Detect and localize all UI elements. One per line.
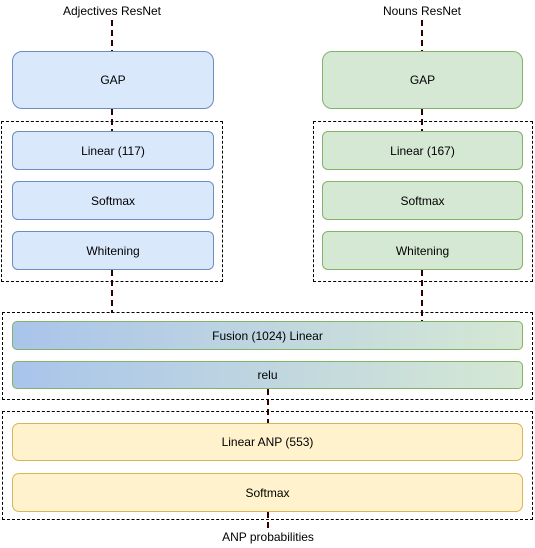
- adjectives-branch-group: [1, 121, 223, 282]
- fusion-linear-node: Fusion (1024) Linear: [12, 321, 523, 350]
- nouns-branch-group: [313, 121, 533, 282]
- nouns-gap-node: GAP: [322, 51, 523, 109]
- adjectives-softmax-node: Softmax: [12, 181, 214, 220]
- adjectives-gap-node: GAP: [12, 51, 214, 109]
- fusion-group: [2, 312, 533, 400]
- output-group: [2, 411, 533, 520]
- output-softmax-node: Softmax: [12, 473, 523, 512]
- linear-anp-node: Linear ANP (553): [12, 423, 523, 461]
- nouns-resnet-label: Nouns ResNet: [382, 4, 462, 18]
- adjectives-whitening-node: Whitening: [12, 231, 214, 270]
- adjectives-resnet-label: Adjectives ResNet: [62, 4, 162, 18]
- nouns-linear-node: Linear (167): [322, 131, 523, 170]
- anp-probabilities-label: ANP probabilities: [222, 530, 314, 544]
- relu-node: relu: [12, 361, 523, 389]
- adjectives-linear-node: Linear (117): [12, 131, 214, 170]
- nouns-whitening-node: Whitening: [322, 231, 523, 270]
- nouns-softmax-node: Softmax: [322, 181, 523, 220]
